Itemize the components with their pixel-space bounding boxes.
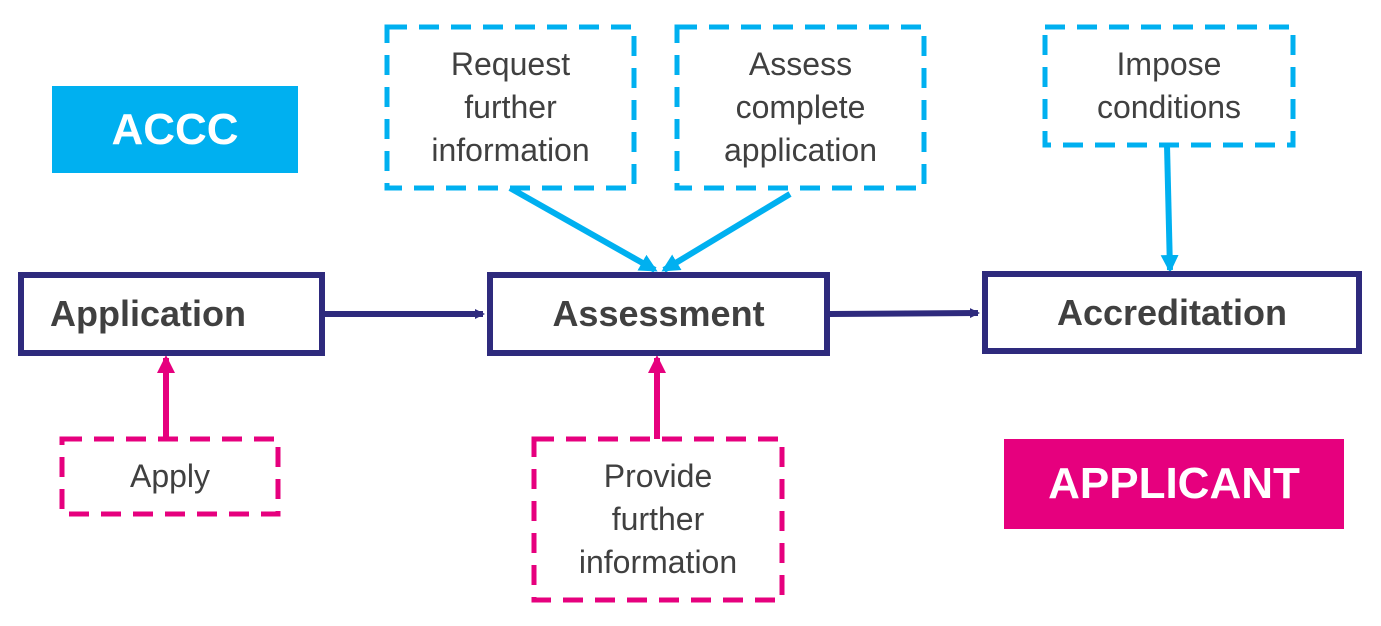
action-impose-conditions-label: Impose conditions: [1096, 46, 1242, 125]
stage-assessment: Assessment: [487, 272, 830, 356]
action-provide-info: Provide further information: [537, 442, 779, 597]
stage-application-label: Application: [50, 293, 246, 334]
arrow-assessment-to-accreditation: [829, 308, 980, 319]
action-assess-complete: Assess complete application: [680, 30, 921, 185]
legend-applicant: APPLICANT: [1004, 439, 1344, 529]
stage-accreditation-label: Accreditation: [1056, 291, 1288, 333]
stage-assessment-label: Assessment: [552, 293, 765, 334]
legend-accc-label: ACCC: [111, 104, 239, 154]
action-request-info-label: Request further information: [431, 46, 590, 168]
request-info-box-border: [384, 24, 637, 191]
assess-complete-box-border: [674, 24, 927, 191]
arrow-impose-conditions-to-accreditation: [1160, 144, 1179, 273]
arrow-assess-complete-to-assessment: [661, 191, 792, 273]
apply-box-border: [59, 436, 281, 517]
legend-accc: ACCC: [52, 86, 298, 173]
action-provide-info-label: Provide further information: [578, 458, 738, 580]
stage-application: Application: [18, 272, 325, 356]
action-impose-conditions: Impose conditions: [1048, 30, 1290, 142]
arrow-request-info-to-assessment: [508, 185, 658, 273]
action-apply: Apply: [65, 442, 275, 511]
action-apply-label: Apply: [129, 458, 211, 494]
provide-info-box-border: [531, 436, 785, 603]
action-request-info: Request further information: [390, 30, 631, 185]
stage-accreditation: Accreditation: [982, 271, 1362, 354]
action-assess-complete-label: Assess complete application: [724, 46, 877, 168]
legend-applicant-label: APPLICANT: [1048, 459, 1300, 508]
